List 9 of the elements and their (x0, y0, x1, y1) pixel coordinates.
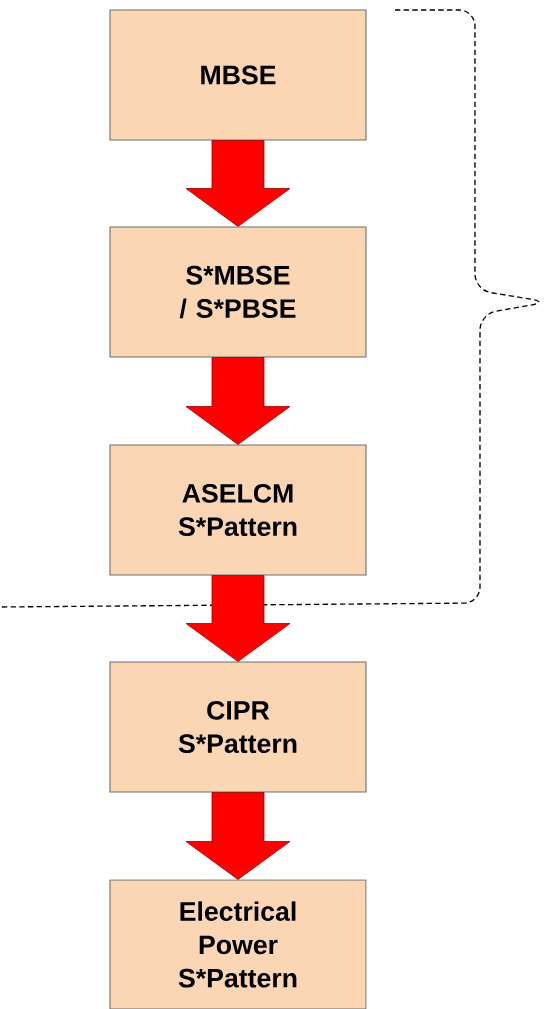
arrow (185, 792, 291, 880)
process-box: Electrical Power S*Pattern (109, 879, 367, 1009)
arrow (185, 575, 291, 662)
process-box: CIPR S*Pattern (109, 661, 367, 793)
arrow (185, 140, 291, 227)
process-box: S*MBSE / S*PBSE (109, 226, 367, 358)
process-box: ASELCM S*Pattern (109, 444, 367, 576)
process-box: MBSE (109, 9, 367, 141)
arrow (185, 357, 291, 445)
